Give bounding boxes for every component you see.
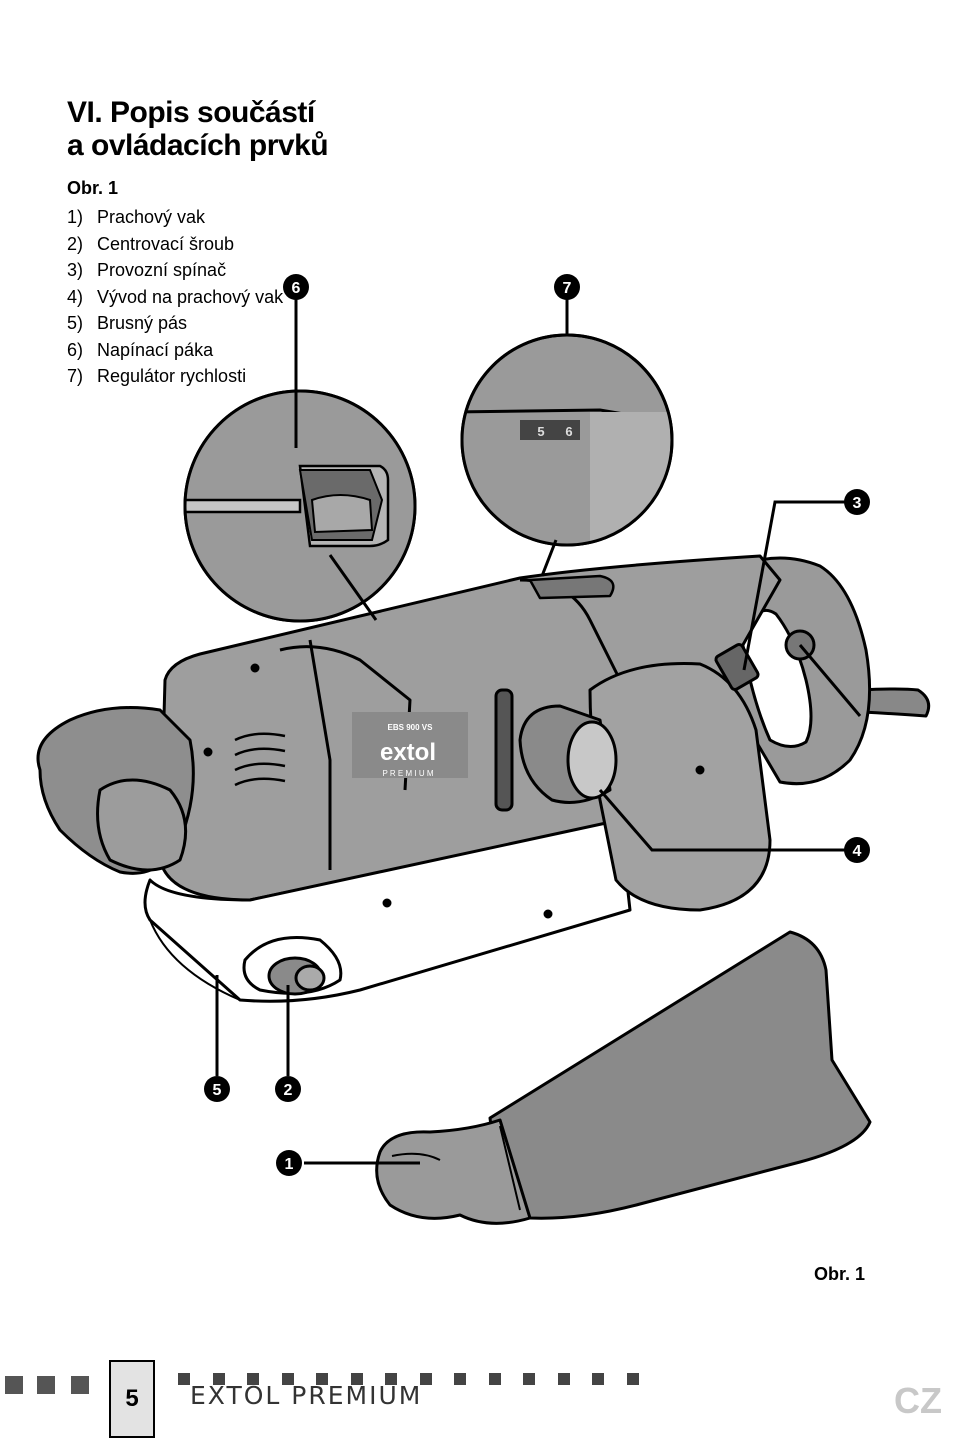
screw-hole bbox=[543, 909, 553, 919]
dust-outlet-opening bbox=[566, 720, 618, 800]
detail-circle-speed-regulator bbox=[460, 333, 674, 547]
front-roller-cover-face bbox=[96, 778, 188, 872]
belt-sander-illustration: EBS 900 VS extol P R E M I U M 5 6 bbox=[36, 274, 931, 1225]
page-footer: 5 EXTOL PREMIUM CZ bbox=[0, 1350, 960, 1438]
footer-square bbox=[351, 1373, 363, 1385]
device-brand: extol bbox=[380, 739, 436, 766]
svg-text:7: 7 bbox=[563, 280, 572, 297]
part-number: 4) bbox=[67, 286, 84, 307]
list-item: 2) Centrovací šroub bbox=[67, 231, 283, 258]
footer-square bbox=[71, 1376, 89, 1394]
footer-square bbox=[420, 1373, 432, 1385]
list-item: 3) Provozní spínač bbox=[67, 257, 283, 284]
footer-square bbox=[454, 1373, 466, 1385]
housing-top-rib bbox=[308, 639, 332, 870]
part-name: Brusný pás bbox=[97, 313, 188, 333]
footer-square bbox=[385, 1373, 397, 1385]
dust-bag bbox=[375, 930, 872, 1225]
tension-slot bbox=[494, 688, 514, 812]
list-item: 1) Prachový vak bbox=[67, 204, 283, 231]
device-subbrand: P R E M I U M bbox=[383, 769, 434, 778]
footer-square bbox=[558, 1373, 570, 1385]
device-model: EBS 900 VS bbox=[388, 723, 434, 732]
callout-4: 4 bbox=[844, 837, 870, 863]
language-code: CZ bbox=[894, 1380, 942, 1421]
part-number: 6) bbox=[67, 339, 84, 360]
svg-text:1: 1 bbox=[285, 1156, 294, 1173]
footer-square bbox=[316, 1373, 328, 1385]
footer-square bbox=[37, 1376, 55, 1394]
section-title: VI. Popis součástí a ovládacích prvků bbox=[67, 96, 329, 162]
footer-square bbox=[282, 1373, 294, 1385]
screw-hole bbox=[382, 898, 392, 908]
list-item: 5) Brusný pás bbox=[67, 310, 283, 337]
dial-mark-5: 5 bbox=[537, 424, 544, 439]
footer-square bbox=[178, 1373, 190, 1385]
part-number: 5) bbox=[67, 313, 84, 333]
svg-text:2: 2 bbox=[284, 1082, 293, 1099]
screw-hole bbox=[695, 765, 705, 775]
footer-square bbox=[523, 1373, 535, 1385]
screw-hole bbox=[250, 663, 260, 673]
footer-square bbox=[627, 1373, 639, 1385]
detail-circle-tension-lever bbox=[183, 389, 417, 623]
leader-lines bbox=[215, 296, 862, 1165]
parts-list: 1) Prachový vak 2) Centrovací šroub 3) Prov… bbox=[67, 204, 283, 390]
callout-7: 7 bbox=[554, 274, 580, 300]
callout-2: 2 bbox=[275, 1076, 301, 1102]
housing-top-rib bbox=[279, 645, 412, 791]
footer-square bbox=[5, 1376, 23, 1394]
figure-label-bottom: Obr. 1 bbox=[814, 1264, 866, 1284]
callout-1: 1 bbox=[276, 1150, 302, 1176]
vent-slots bbox=[234, 732, 286, 787]
section-title-line-1: VI. Popis součástí bbox=[67, 96, 315, 129]
part-name: Vývod na prachový vak bbox=[97, 286, 284, 307]
part-name: Prachový vak bbox=[97, 207, 206, 227]
part-name: Napínací páka bbox=[97, 339, 214, 360]
part-name: Regulátor rychlosti bbox=[97, 366, 247, 386]
part-number: 1) bbox=[67, 207, 84, 227]
svg-text:4: 4 bbox=[853, 843, 862, 860]
page-number-box: 5 bbox=[109, 1360, 155, 1438]
svg-text:5: 5 bbox=[213, 1082, 222, 1099]
callout-5: 5 bbox=[204, 1076, 230, 1102]
power-cord bbox=[859, 687, 931, 718]
footer-square bbox=[213, 1373, 225, 1385]
svg-text:3: 3 bbox=[853, 495, 862, 512]
callout-6: 6 bbox=[283, 274, 309, 300]
footer-brand: EXTOL PREMIUM bbox=[190, 1381, 423, 1410]
part-name: Centrovací šroub bbox=[97, 233, 235, 254]
page-number: 5 bbox=[125, 1385, 139, 1412]
screw-hole bbox=[203, 747, 213, 757]
part-name: Provozní spínač bbox=[97, 260, 227, 280]
footer-square bbox=[489, 1373, 501, 1385]
footer-square bbox=[247, 1373, 259, 1385]
list-item: 7) Regulátor rychlosti bbox=[67, 363, 283, 390]
section-title-line-2: a ovládacích prvků bbox=[67, 129, 329, 162]
part-number: 7) bbox=[67, 366, 84, 386]
list-item: 6) Napínací páka bbox=[67, 337, 283, 364]
brand-plate bbox=[352, 712, 468, 778]
list-item: 4) Vývod na prachový vak bbox=[67, 284, 283, 311]
svg-text:6: 6 bbox=[292, 280, 301, 297]
part-number: 2) bbox=[67, 233, 84, 254]
dust-outlet-cover bbox=[588, 662, 772, 912]
speed-wheel bbox=[528, 574, 615, 600]
part-number: 3) bbox=[67, 260, 84, 280]
figure-label-top: Obr. 1 bbox=[67, 178, 119, 198]
dial-mark-6: 6 bbox=[565, 424, 572, 439]
callout-3: 3 bbox=[844, 489, 870, 515]
footer-square bbox=[592, 1373, 604, 1385]
belt-edge bbox=[149, 919, 241, 1001]
